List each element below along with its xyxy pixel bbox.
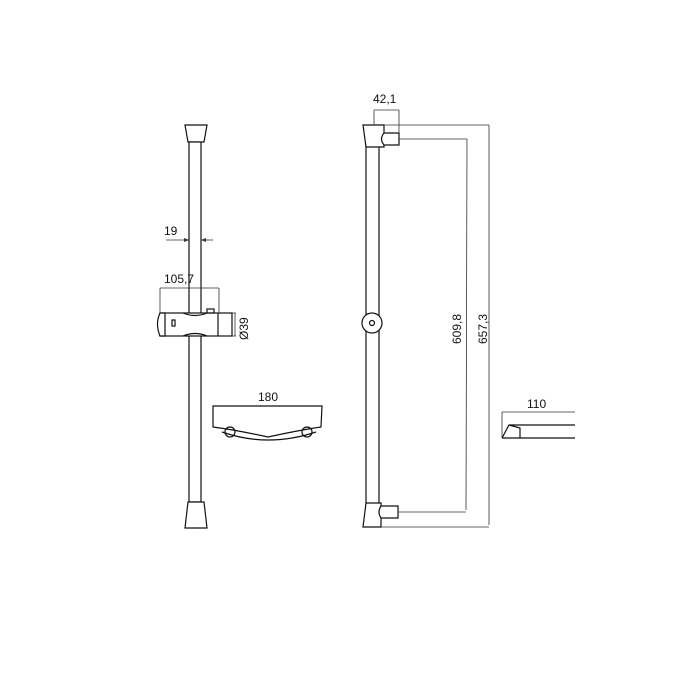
- top-end-cap: [184, 124, 208, 143]
- dimension-label: 19: [164, 224, 178, 238]
- dimension-slider-width: 105,7: [159, 272, 220, 313]
- dimension-slider-diameter: Ø39: [232, 312, 251, 340]
- dimension-label: 657,3: [476, 314, 490, 344]
- dimension-inner-height: 609,8: [398, 138, 468, 513]
- dimension-bracket-width: 42,1: [373, 92, 400, 133]
- bottom-bracket: [362, 502, 382, 528]
- rail-side-view: 42,1 609,8 657,3: [361, 92, 490, 528]
- slider: [156, 308, 233, 337]
- dimension-label: 105,7: [164, 272, 194, 286]
- dimension-label: Ø39: [237, 317, 251, 340]
- dimension-label: 42,1: [373, 92, 397, 106]
- top-bracket: [362, 124, 385, 148]
- dimension-label: 609,8: [450, 314, 464, 344]
- dimension-label: 110: [527, 397, 546, 411]
- dimension-overall-height: 657,3: [381, 124, 490, 528]
- bottom-end-cap: [184, 501, 208, 529]
- rail-front-view: 19 105,7 Ø39: [156, 124, 251, 529]
- dimension-label: 180: [258, 390, 278, 404]
- slider-knob: [361, 312, 383, 334]
- holder-side-view: 110: [501, 397, 575, 439]
- soap-dish-view: 180: [212, 390, 323, 441]
- dimension-rod-diameter: 19: [164, 224, 213, 242]
